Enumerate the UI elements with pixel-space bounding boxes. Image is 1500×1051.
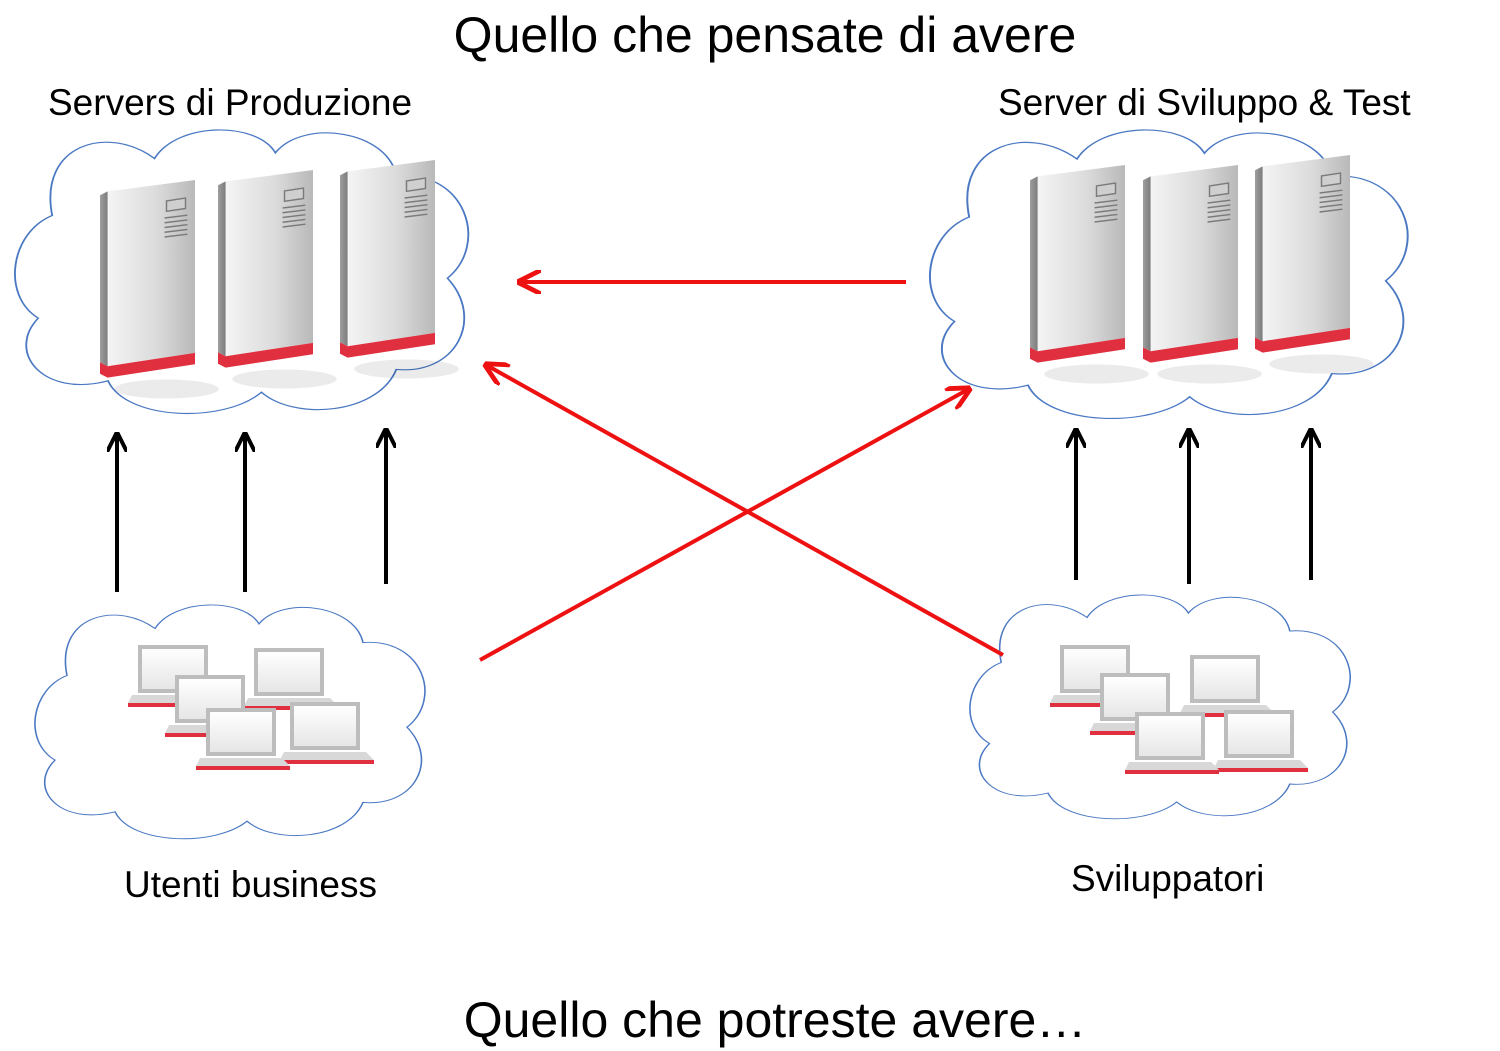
laptop-icon (1214, 710, 1308, 772)
laptop-icon (1125, 712, 1219, 774)
label-production-servers: Servers di Produzione (48, 82, 413, 123)
arrow-icon-developers-to-dev-test (1076, 432, 1311, 584)
label-dev-test-servers: Server di Sviluppo & Test (998, 82, 1411, 123)
laptop-icon (244, 648, 338, 710)
title-top: Quello che pensate di avere (453, 7, 1077, 63)
label-business-users: Utenti business (124, 864, 377, 905)
label-developers: Sviluppatori (1071, 858, 1265, 899)
arrow-icon-developers-to-production (488, 366, 1004, 657)
laptop-icon (1180, 655, 1274, 717)
laptop-icon (196, 708, 290, 770)
laptop-icon (280, 702, 374, 764)
title-bottom: Quello che potreste avere… (463, 992, 1087, 1048)
arrow-icon-users-to-dev-test (479, 390, 967, 662)
arrow-icon-users-to-production (117, 432, 386, 592)
